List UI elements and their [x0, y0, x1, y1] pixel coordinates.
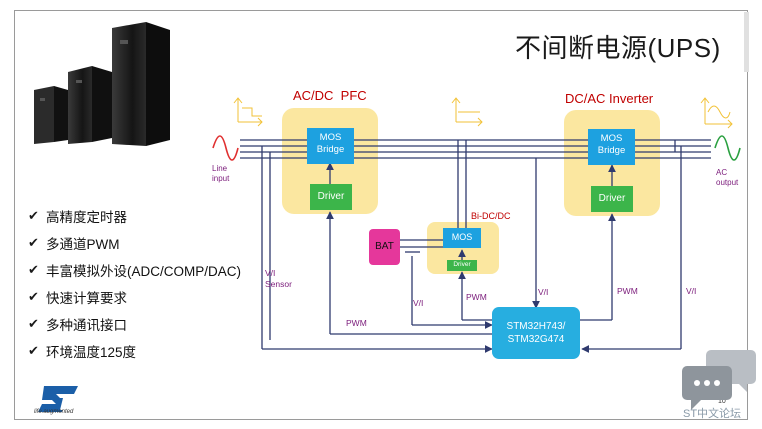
inverter-mos-line2: Bridge [597, 145, 626, 156]
bidcdc-mos [443, 228, 481, 248]
checkmark-icon: ✔ [28, 342, 39, 358]
pfc-driver [310, 184, 352, 210]
vi-sensor-line1: V/I [265, 268, 276, 278]
pfc-mos-line1: MOS [319, 132, 342, 143]
line-input-line2: input [212, 174, 230, 183]
mcu-line1: STM32H743/ [506, 321, 566, 332]
pfc-mos-line2: Bridge [316, 144, 345, 155]
bidcdc-driver [447, 260, 477, 271]
bidcdc-mos-label: MOS [451, 232, 473, 242]
checkmark-icon: ✔ [28, 315, 39, 331]
feature-item: ✔ 多通道PWM [28, 229, 241, 256]
waveform-glyphs [233, 97, 733, 129]
inverter-mos-line1: MOS [600, 133, 623, 144]
st-logo-icon [38, 386, 78, 412]
pwm-label-bidcdc: PWM [466, 292, 487, 302]
feature-text: 多种通讯接口 [46, 317, 127, 333]
inverter-stage-label: DC/AC Inverter [565, 91, 654, 106]
feature-text: 快速计算要求 [46, 290, 127, 306]
feature-item: ✔ 丰富模拟外设(ADC/COMP/DAC) [28, 256, 241, 283]
pwm-label-inverter: PWM [617, 286, 638, 296]
vi-label-battery: V/I [413, 298, 424, 308]
page-number: 10 [718, 398, 726, 405]
vi-sensor-line2: Sensor [265, 279, 292, 289]
logo-tagline: life.augmented [34, 409, 74, 415]
ac-output-label: AC output [716, 168, 738, 188]
chat-bubbles-icon [682, 350, 756, 410]
feature-item: ✔ 环境温度125度 [28, 337, 241, 364]
inverter-mos-label: MOS Bridge [588, 133, 635, 157]
feature-text: 高精度定时器 [46, 209, 127, 225]
battery-label: BAT [375, 241, 394, 252]
vi-label-dcbus: V/I [538, 287, 549, 297]
feature-text: 丰富模拟外设(ADC/COMP/DAC) [46, 263, 241, 279]
bidcdc-label: Bi-DC/DC [471, 211, 511, 221]
slide-frame [14, 10, 748, 420]
output-sine-icon [714, 135, 741, 161]
mcu-line2: STM32G474 [507, 334, 565, 345]
pfc-driver-label: Driver [317, 191, 345, 202]
ac-output-line2: output [716, 178, 739, 187]
checkmark-icon: ✔ [28, 234, 39, 250]
pfc-mos-label: MOS Bridge [307, 132, 354, 156]
pfc-stage-label: AC/DC PFC [293, 88, 367, 103]
inverter-driver [591, 186, 633, 212]
feature-text: 多通道PWM [46, 236, 120, 252]
bidcdc-driver-label: Driver [453, 261, 471, 268]
mcu-label: STM32H743/ STM32G474 [492, 320, 580, 346]
pfc-mos-bridge [307, 128, 354, 164]
vi-sensor-label: V/I Sensor [265, 268, 292, 290]
feature-list: ✔ 高精度定时器 ✔ 多通道PWM ✔ 丰富模拟外设(ADC/COMP/DAC) ✔ 快… [28, 202, 241, 364]
feature-item: ✔ 多种通讯接口 [28, 310, 241, 337]
checkmark-icon: ✔ [28, 288, 39, 304]
line-input-label: Line input [212, 164, 229, 184]
slide-title: 不间断电源(UPS) [515, 33, 721, 63]
forum-watermark-label: ST中文论坛 [683, 408, 742, 420]
ac-output-line1: AC [716, 168, 728, 177]
vi-label-output: V/I [686, 286, 697, 296]
feature-text: 环境温度125度 [46, 344, 137, 360]
title-accent-bar [744, 12, 749, 72]
checkmark-icon: ✔ [28, 207, 39, 223]
ups-cabinets-image [34, 22, 170, 146]
inverter-mos-bridge [588, 129, 635, 165]
inverter-driver-label: Driver [598, 193, 626, 204]
feature-item: ✔ 快速计算要求 [28, 283, 241, 310]
pwm-label-pfc: PWM [346, 318, 367, 328]
feature-item: ✔ 高精度定时器 [28, 202, 241, 229]
checkmark-icon: ✔ [28, 261, 39, 277]
mcu-box [492, 307, 580, 359]
input-sine-icon [212, 135, 239, 161]
battery-box [369, 229, 400, 265]
line-input-line1: Line [212, 164, 228, 173]
